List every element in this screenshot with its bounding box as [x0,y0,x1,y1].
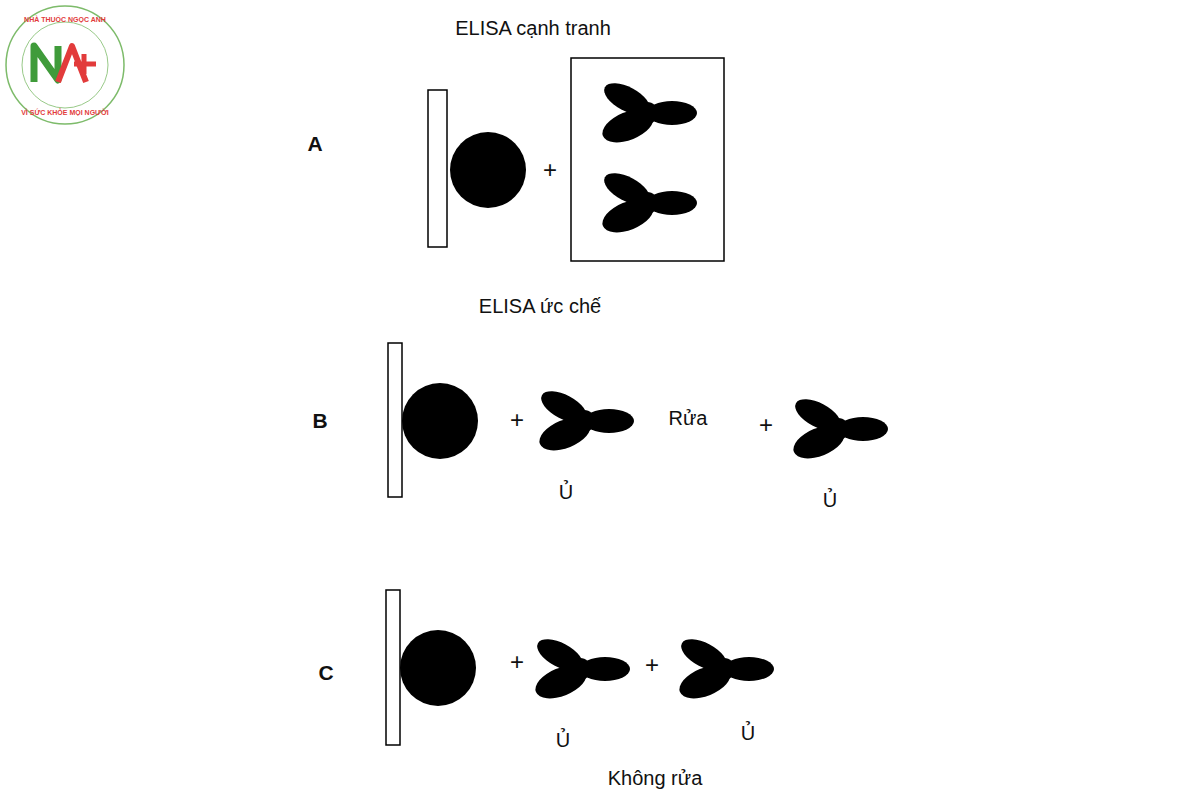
step-label: Ủ [559,482,573,502]
section-title: ELISA cạnh tranh [455,18,611,38]
plus-sign: + [543,158,557,182]
step-label: Ủ [556,730,570,750]
logo-text: VÌ SỨC KHỎE MỌI NGƯỜI [21,109,109,116]
step-label: Ủ [823,490,837,510]
plus-sign: + [510,650,524,674]
step-label: Không rửa [608,768,703,788]
competitive-elisa-panel [428,58,724,261]
plus-sign: + [759,413,773,437]
logo-text: NHÀ THUỐC NGỌC ANH [24,16,106,23]
step-label: Ủ [741,723,755,743]
plus-sign: + [645,653,659,677]
panel-letter: C [318,662,333,683]
panel-letter: A [307,133,322,154]
panel-letter: B [312,410,327,431]
step-label: Rửa [669,408,708,428]
section-title: ELISA ức chế [479,296,601,316]
no-wash-panel [386,590,774,745]
pharmacy-logo [6,6,124,124]
plus-sign: + [510,408,524,432]
inhibition-elisa-panel [388,343,888,497]
